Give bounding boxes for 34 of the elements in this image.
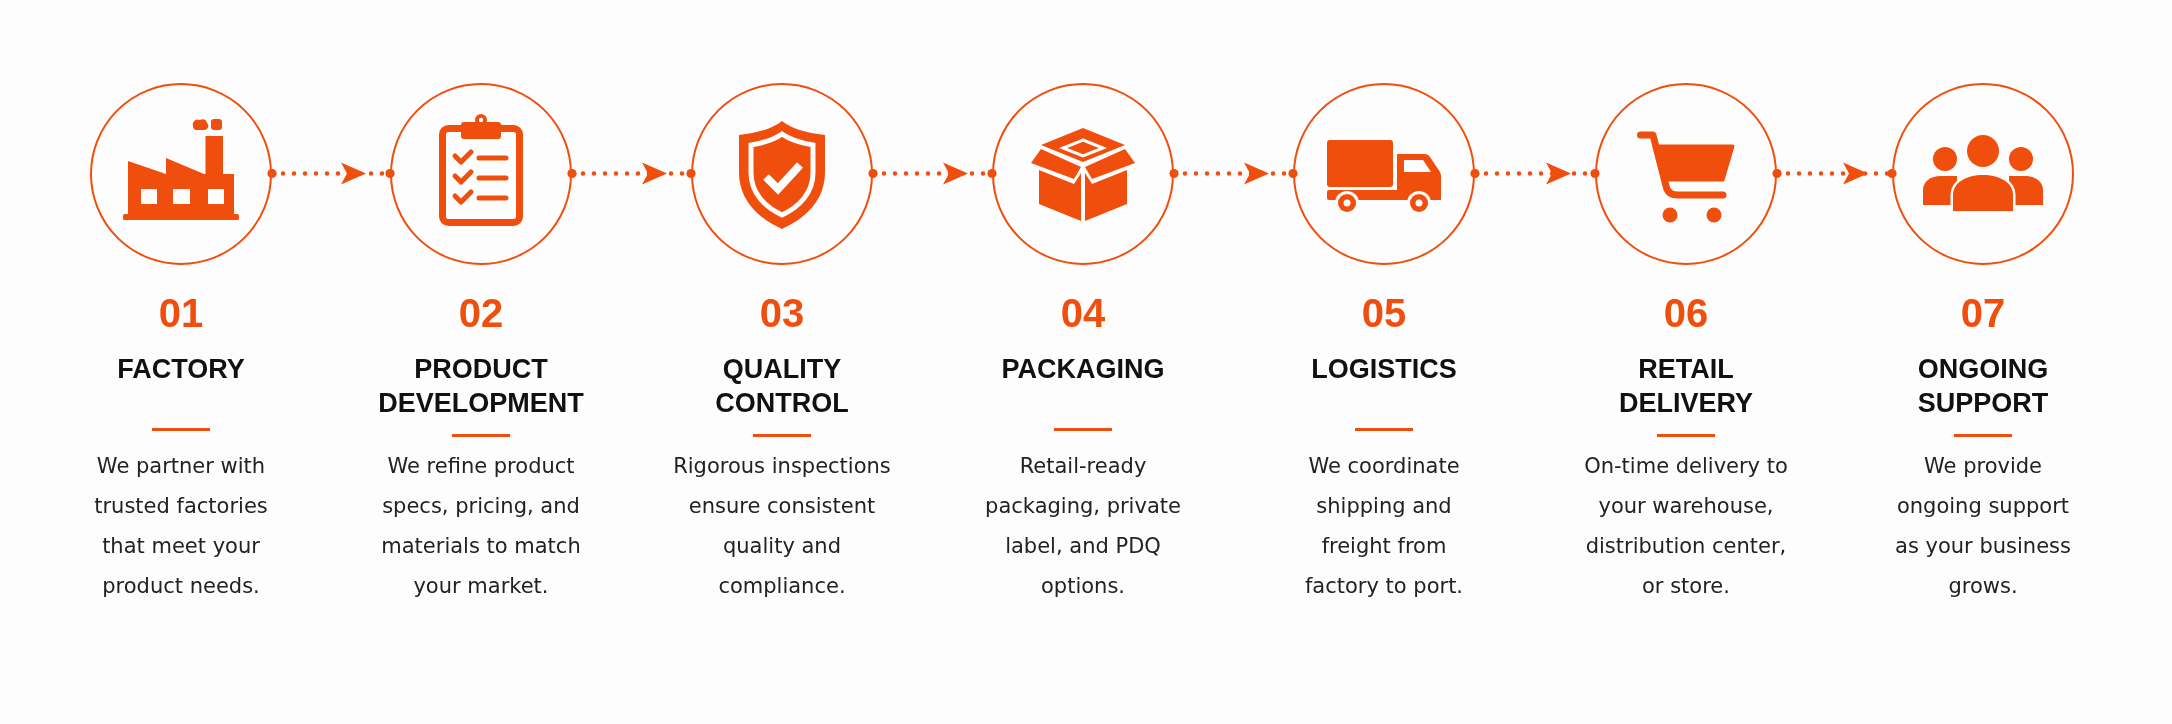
step-circle bbox=[691, 82, 873, 265]
step-circle bbox=[1595, 82, 1777, 265]
step-circle bbox=[1293, 82, 1475, 265]
step-description: We provide ongoing support as your business grows. bbox=[1894, 453, 2072, 600]
step-circle bbox=[1892, 82, 2074, 265]
dotted-arrow bbox=[567, 162, 696, 185]
step-number: 07 bbox=[1959, 293, 2007, 333]
step-number: 01 bbox=[157, 293, 205, 333]
step-number: 03 bbox=[758, 293, 806, 333]
step-description: We partner with trusted factories that meet your product needs. bbox=[93, 453, 269, 600]
step-circle bbox=[992, 82, 1174, 265]
step-title: LOGISTICS bbox=[1310, 353, 1458, 386]
step-description: On-time delivery to your warehouse, distribution center, or store. bbox=[1583, 453, 1789, 600]
step-description: We coordinate shipping and freight from factory to port. bbox=[1303, 453, 1465, 600]
step-title: QUALITY CONTROL bbox=[714, 353, 850, 420]
step-number: 02 bbox=[457, 293, 505, 333]
step-number: 06 bbox=[1662, 293, 1710, 333]
dotted-arrow bbox=[1169, 162, 1298, 185]
step-title: RETAIL DELIVERY bbox=[1618, 353, 1754, 420]
step-title: PACKAGING bbox=[1000, 353, 1166, 386]
step-circle bbox=[390, 82, 572, 265]
step-title: PRODUCT DEVELOPMENT bbox=[377, 353, 585, 420]
step-description: Rigorous inspections ensure consistent quality and compliance. bbox=[672, 453, 892, 600]
step-number: 04 bbox=[1059, 293, 1107, 333]
dotted-arrow bbox=[1772, 162, 1897, 185]
step-description: Retail-ready packaging, private label, and PDQ options. bbox=[984, 453, 1182, 600]
step-description: We refine product specs, pricing, and materials to match your market. bbox=[380, 453, 582, 600]
step-title: ONGOING SUPPORT bbox=[1916, 353, 2050, 420]
dotted-arrow bbox=[267, 162, 395, 185]
step-circle bbox=[90, 82, 272, 265]
step-title: FACTORY bbox=[116, 353, 246, 386]
dotted-arrow bbox=[1470, 162, 1600, 185]
step-number: 05 bbox=[1360, 293, 1408, 333]
dotted-arrow bbox=[868, 162, 997, 185]
